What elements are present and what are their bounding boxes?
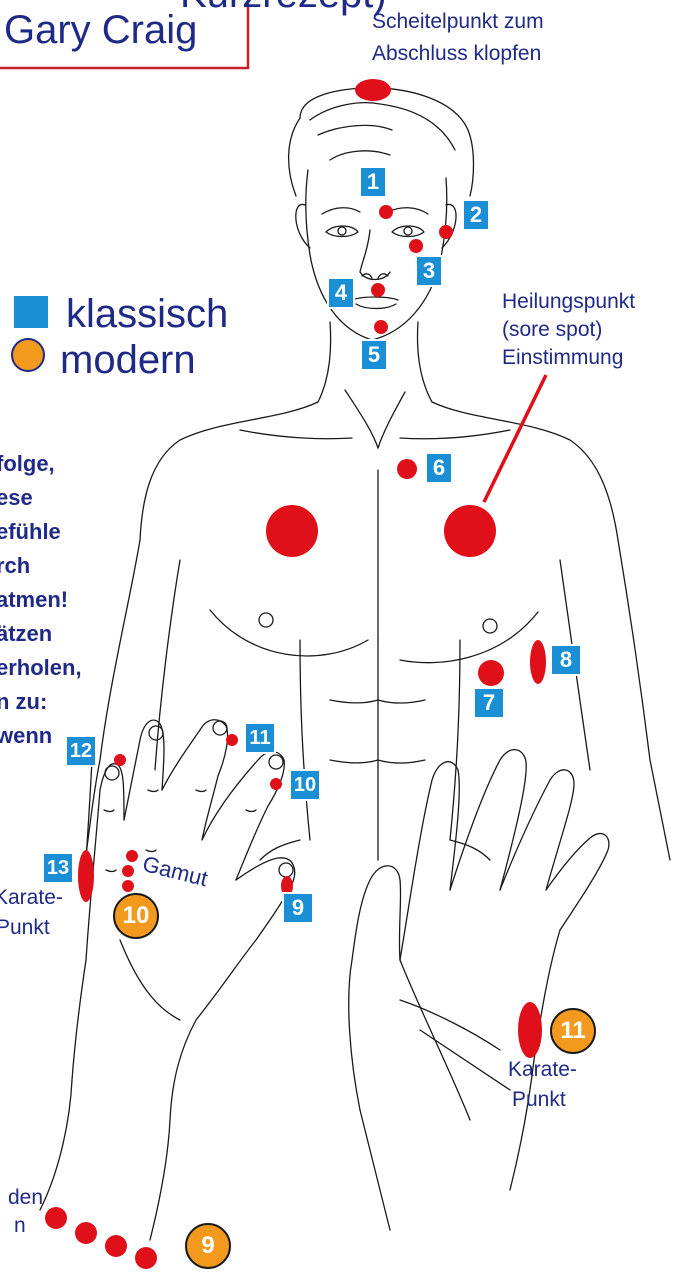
sore-spot-line-3: Einstimmung bbox=[502, 346, 623, 370]
point-6-dot bbox=[397, 459, 417, 479]
gamut-dot-3 bbox=[122, 880, 134, 892]
classic-marker-2: 2 bbox=[463, 200, 489, 230]
wrist-dot-4 bbox=[135, 1247, 157, 1269]
karate-left-label-2: Punkt bbox=[0, 916, 50, 940]
side-text-2: efühle bbox=[0, 520, 61, 545]
classic-marker-1: 1 bbox=[360, 167, 386, 197]
chest-left-dot bbox=[266, 505, 318, 557]
tapping-points bbox=[45, 79, 546, 1269]
orange-circle-icon bbox=[12, 339, 44, 371]
point-3-dot bbox=[409, 239, 423, 253]
karate-right-label-2: Punkt bbox=[512, 1088, 566, 1112]
side-text-3: rch bbox=[0, 554, 30, 579]
point-12-dot bbox=[114, 754, 126, 766]
partial-label-1: den bbox=[8, 1186, 43, 1210]
wrist-dot-3 bbox=[105, 1235, 127, 1257]
karate-right-label-1: Karate- bbox=[508, 1058, 577, 1082]
point-7-dot bbox=[478, 660, 504, 686]
classic-marker-10: 10 bbox=[290, 770, 320, 800]
classic-marker-11: 11 bbox=[245, 723, 275, 753]
classic-marker-9: 9 bbox=[283, 893, 313, 923]
point-8-dot bbox=[530, 640, 546, 684]
wrist-dot-2 bbox=[75, 1222, 97, 1244]
point-5-dot bbox=[374, 320, 388, 334]
wrist-dot-1 bbox=[45, 1207, 67, 1229]
sore-spot-line-1: Heilungspunkt bbox=[502, 290, 635, 314]
classic-marker-5: 5 bbox=[361, 340, 387, 370]
side-text-1: ese bbox=[0, 486, 33, 511]
legend-modern-label: modern bbox=[60, 338, 196, 383]
sore-spot-line bbox=[484, 375, 546, 502]
classic-marker-6: 6 bbox=[426, 453, 452, 483]
modern-marker-11: 11 bbox=[551, 1015, 595, 1047]
point-13-dot bbox=[78, 850, 94, 902]
point-1-dot bbox=[379, 205, 393, 219]
point-10-dot bbox=[270, 778, 282, 790]
top-note-line-1: Scheitelpunkt zum bbox=[372, 10, 544, 34]
right-hand-outline bbox=[349, 750, 609, 1230]
classic-marker-12: 12 bbox=[66, 736, 96, 766]
side-text-8: wenn bbox=[0, 724, 52, 749]
side-text-4: atmen! bbox=[0, 588, 68, 613]
title-line-1: Kurzrezept) bbox=[180, 0, 387, 17]
classic-marker-7: 7 bbox=[474, 688, 504, 718]
legend-classic-label: klassisch bbox=[66, 292, 228, 337]
classic-marker-4: 4 bbox=[328, 278, 354, 308]
top-note-line-2: Abschluss klopfen bbox=[372, 42, 541, 66]
karate-left-label-1: Karate- bbox=[0, 886, 63, 910]
left-hand-outline bbox=[40, 720, 295, 1240]
classic-marker-3: 3 bbox=[416, 256, 442, 286]
gamut-dot-2 bbox=[122, 865, 134, 877]
sore-spot-line-2: (sore spot) bbox=[502, 318, 602, 342]
point-2-dot bbox=[439, 225, 453, 239]
classic-marker-13: 13 bbox=[43, 853, 73, 883]
partial-label-2: n bbox=[14, 1214, 26, 1238]
modern-marker-10: 10 bbox=[114, 900, 158, 932]
body-outline bbox=[85, 88, 670, 860]
side-text-0: folge, bbox=[0, 452, 55, 477]
point-4-dot bbox=[371, 283, 385, 297]
modern-marker-9: 9 bbox=[186, 1230, 230, 1262]
classic-marker-8: 8 bbox=[551, 645, 581, 675]
side-text-7: n zu: bbox=[0, 690, 47, 715]
karate-point-right-dot bbox=[518, 1002, 542, 1058]
side-text-6: erholen, bbox=[0, 656, 82, 681]
gamut-dot-1 bbox=[126, 850, 138, 862]
point-11-dot bbox=[226, 734, 238, 746]
blue-square-icon bbox=[14, 296, 48, 328]
sore-spot-dot bbox=[444, 505, 496, 557]
crown-point bbox=[355, 79, 391, 101]
title-line-2: Gary Craig bbox=[4, 8, 197, 53]
side-text-5: ätzen bbox=[0, 622, 52, 647]
